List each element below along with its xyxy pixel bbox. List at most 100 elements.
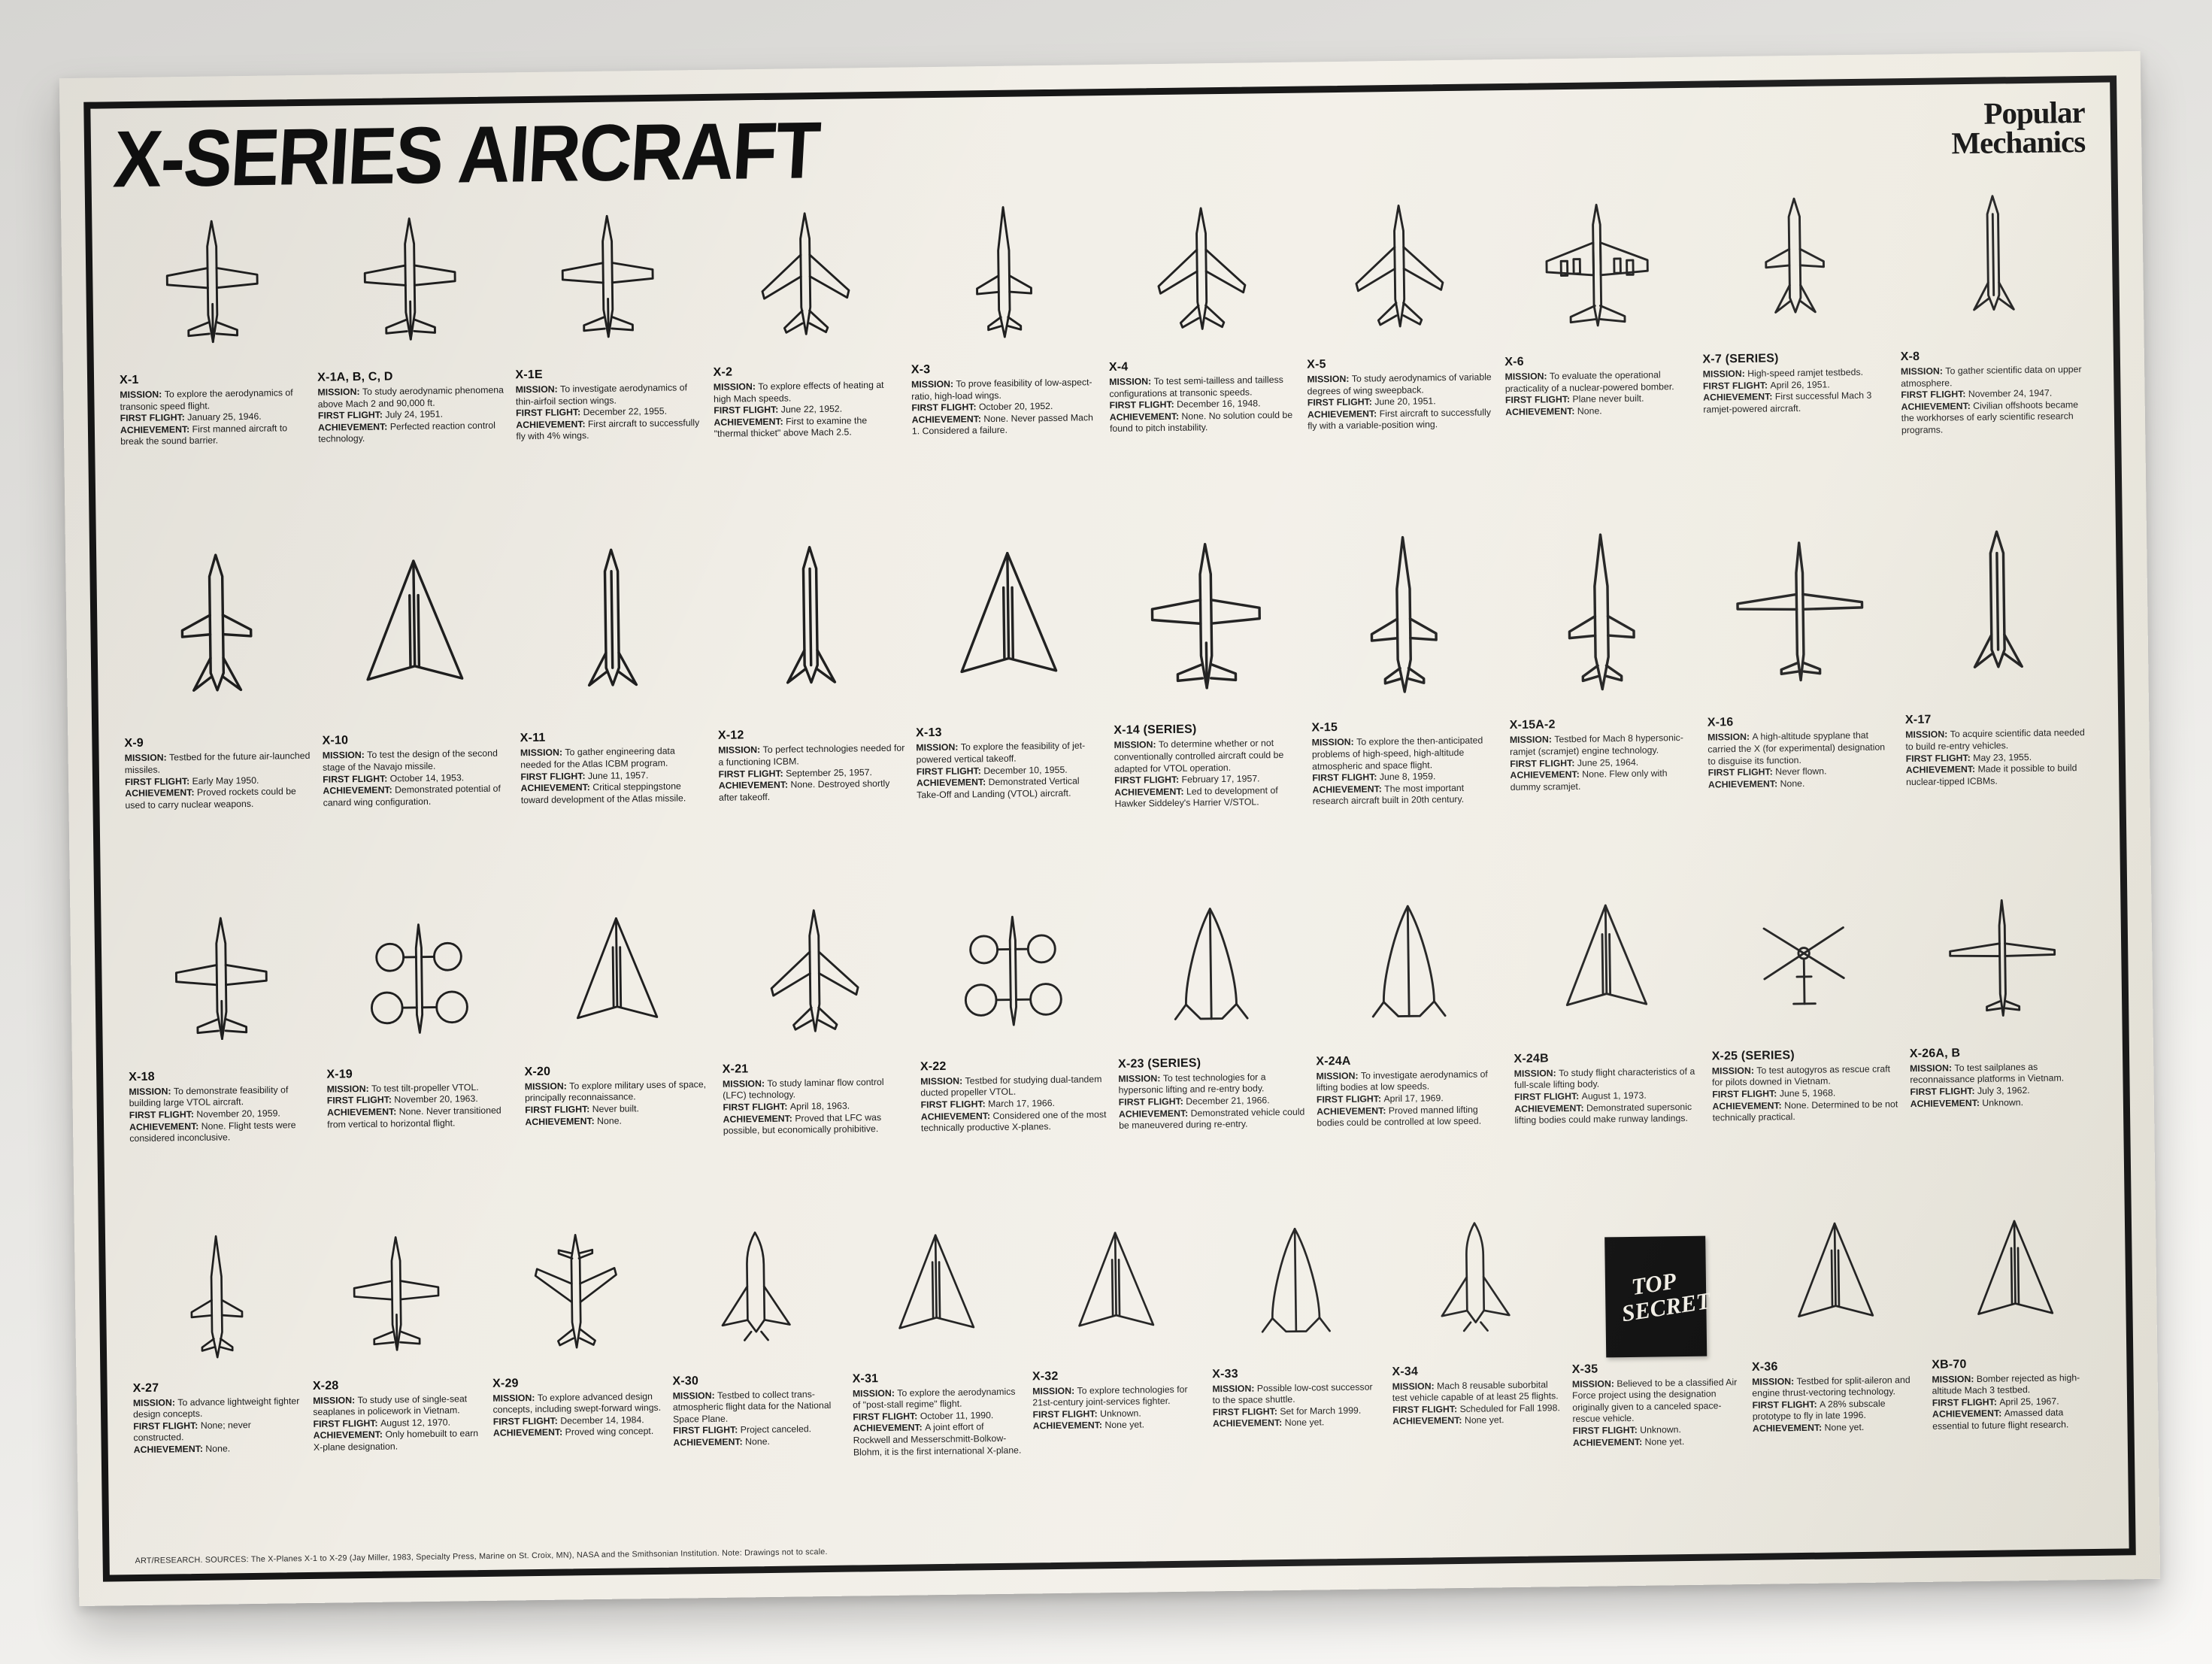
aircraft-entry: X-10 MISSION: To test the design of the … [320, 539, 511, 902]
achievement-text: ACHIEVEMENT: Amassed data essential to f… [1932, 1407, 2069, 1432]
aircraft-name: X-26A, B [1909, 1047, 1961, 1060]
aircraft-entry: X-36 MISSION: Testbed for split-aileron … [1750, 1206, 1923, 1528]
aircraft-info: X-32 MISSION: To explore technologies fo… [1032, 1362, 1202, 1432]
mission-text: MISSION: To perfect technologies needed … [718, 742, 905, 768]
aircraft-name: X-34 [1392, 1365, 1419, 1378]
aircraft-info: X-15A-2 MISSION: Testbed for Mach 8 hype… [1509, 711, 1698, 793]
mission-text: MISSION: To test the design of the secon… [322, 748, 498, 773]
aircraft-entry: X-26A, B MISSION: To test sailplanes as … [1907, 882, 2099, 1203]
aircraft-entry: X-25 (SERIES) MISSION: To test autogyros… [1710, 884, 1901, 1205]
achievement-text: ACHIEVEMENT: Proved wing concept. [492, 1426, 654, 1439]
aircraft-name: X-9 [124, 737, 144, 750]
aircraft-info: X-15 MISSION: To explore the then-antici… [1311, 714, 1500, 808]
achievement-text: ACHIEVEMENT: Civilian offshoots became t… [1901, 399, 2079, 436]
quad-aircraft-icon [958, 896, 1068, 1055]
aircraft-entry: X-11 MISSION: To gather engineering data… [517, 536, 709, 899]
delta-aircraft-icon [349, 539, 480, 729]
aircraft-info: X-1A, B, C, D MISSION: To study aerodyna… [317, 363, 506, 445]
achievement-text: ACHIEVEMENT: First to examine the "therm… [714, 415, 868, 440]
mission-text: MISSION: To investigate aerodynamics of … [515, 382, 688, 407]
aircraft-entry: X-12 MISSION: To perfect technologies ne… [715, 534, 907, 897]
aircraft-info: X-34 MISSION: Mach 8 reusable suborbital… [1392, 1358, 1562, 1428]
aircraft-drawing [523, 900, 712, 1060]
aircraft-drawing [1701, 187, 1890, 347]
mission-text: MISSION: To study laminar flow control (… [722, 1076, 884, 1102]
aircraft-drawing [1111, 529, 1301, 719]
bomber-aircraft-icon [1542, 191, 1653, 350]
aircraft-entry: X-18 MISSION: To demonstrate feasibility… [126, 905, 318, 1226]
aircraft-drawing [1502, 190, 1692, 350]
achievement-text: ACHIEVEMENT: Demonstrated vehicle could … [1118, 1106, 1305, 1132]
aircraft-row-3: X-18 MISSION: To demonstrate feasibility… [126, 879, 2098, 1226]
aircraft-name: X-13 [916, 726, 942, 740]
aircraft-description: MISSION: To test semi-tailless and taill… [1109, 374, 1297, 435]
aircraft-entry: X-15 MISSION: To explore the then-antici… [1309, 526, 1501, 890]
achievement-text: ACHIEVEMENT: None. Never passed Mach 1. … [911, 412, 1093, 437]
dart-aircraft-icon [165, 1227, 268, 1376]
aircraft-entry: X-15A-2 MISSION: Testbed for Mach 8 hype… [1507, 523, 1698, 887]
mission-text: MISSION: To gather scientific data on up… [1900, 364, 2082, 389]
achievement-text: ACHIEVEMENT: None. Determined to be not … [1712, 1098, 1898, 1123]
mission-text: MISSION: To acquire scientific data need… [1905, 727, 2085, 753]
mission-text: MISSION: To explore effects of heating a… [713, 379, 884, 405]
aircraft-drawing [1710, 884, 1899, 1044]
achievement-text: ACHIEVEMENT: Demonstrated Vertical Take-… [916, 775, 1080, 801]
mission-text: MISSION: To determine whether or not con… [1114, 738, 1284, 774]
aircraft-drawing [1309, 526, 1498, 717]
shuttle-aircraft-icon [705, 1220, 808, 1369]
achievement-text: ACHIEVEMENT: First aircraft to successfu… [516, 417, 700, 442]
aircraft-name: X-20 [524, 1065, 551, 1079]
aircraft-drawing [1116, 892, 1305, 1052]
achievement-text: ACHIEVEMENT: Perfected reaction control … [318, 420, 495, 445]
achievement-text: ACHIEVEMENT: The most important research… [1312, 782, 1465, 807]
aircraft-row-4: X-27 MISSION: To advance lightweight fig… [131, 1200, 2103, 1549]
aircraft-entry: X-4 MISSION: To test semi-tailless and t… [1107, 195, 1298, 529]
aircraft-info: X-23 (SERIES) MISSION: To test technolog… [1118, 1050, 1307, 1132]
aircraft-info: X-3 MISSION: To prove feasibility of low… [911, 356, 1100, 438]
aircraft-info: X-21 MISSION: To study laminar flow cont… [723, 1055, 911, 1137]
aircraft-description: MISSION: Testbed for the future air-laun… [125, 750, 313, 811]
aircraft-description: MISSION: To test tilt-propeller VTOL.FIR… [327, 1081, 515, 1131]
straight-aircraft-icon [1141, 529, 1271, 719]
achievement-text: ACHIEVEMENT: None. Destroyed shortly aft… [718, 778, 890, 803]
swept-aircraft-icon [750, 201, 861, 360]
aircraft-name: X-23 (SERIES) [1117, 1056, 1201, 1071]
aircraft-name: X-5 [1307, 358, 1326, 371]
mission-text: MISSION: To study aerodynamic phenomena … [317, 384, 504, 410]
aircraft-drawing [914, 532, 1103, 722]
aircraft-description: MISSION: To acquire scientific data need… [1905, 727, 2093, 788]
straight-aircraft-icon [345, 1225, 448, 1374]
mission-text: MISSION: Testbed for split-aileron and e… [1752, 1374, 1911, 1399]
aircraft-drawing [315, 205, 505, 365]
mission-text: MISSION: To gather engineering data need… [520, 745, 675, 771]
aircraft-entry: X-8 MISSION: To gather scientific data o… [1898, 185, 2090, 518]
aircraft-name: X-3 [911, 363, 931, 377]
achievement-text: ACHIEVEMENT: First successful Mach 3 ram… [1703, 389, 1872, 415]
aircraft-name: X-24B [1514, 1052, 1549, 1065]
x-series-poster: X-SERIES AIRCRAFT Popular Mechanics X-1 … [59, 50, 2161, 1607]
aircraft-entry: X-3 MISSION: To prove feasibility of low… [909, 198, 1101, 531]
aircraft-drawing [1898, 185, 2088, 345]
aircraft-drawing [490, 1222, 662, 1372]
delta-aircraft-icon [1964, 1204, 2067, 1353]
aircraft-drawing [1929, 1203, 2101, 1353]
aircraft-drawing [918, 895, 1108, 1055]
mission-text: MISSION: To explore the aerodynamics of … [852, 1386, 1016, 1411]
aircraft-name: X-1 [119, 373, 139, 387]
aircraft-entry: X-34 MISSION: Mach 8 reusable suborbital… [1390, 1211, 1564, 1532]
aircraft-drawing [715, 534, 904, 724]
aircraft-entry: X-7 (SERIES) MISSION: High-speed ramjet … [1701, 187, 1892, 520]
achievement-text: ACHIEVEMENT: Considered one of the most … [920, 1108, 1107, 1134]
aircraft-info: X-33 MISSION: Possible low-cost successo… [1212, 1360, 1382, 1430]
aircraft-entry: X-30 MISSION: Testbed to collect trans-a… [671, 1220, 844, 1541]
aircraft-description: MISSION: To study aerodynamic phenomena … [317, 384, 505, 445]
aircraft-info: X-36 MISSION: Testbed for split-aileron … [1752, 1353, 1923, 1435]
aircraft-entry: X-16 MISSION: A high-altitude spyplane t… [1704, 521, 1896, 884]
achievement-text: ACHIEVEMENT: Demonstrated supersonic lif… [1514, 1101, 1692, 1126]
missile-aircraft-icon [1740, 188, 1850, 347]
aircraft-description: MISSION: To investigate aerodynamics of … [516, 382, 704, 443]
aircraft-entry: X-23 (SERIES) MISSION: To test technolog… [1116, 892, 1308, 1213]
aircraft-drawing [1907, 882, 2097, 1042]
aircraft-info: X-5 MISSION: To study aerodynamics of va… [1307, 350, 1495, 432]
mission-text: MISSION: To explore the aerodynamics of … [120, 387, 293, 412]
